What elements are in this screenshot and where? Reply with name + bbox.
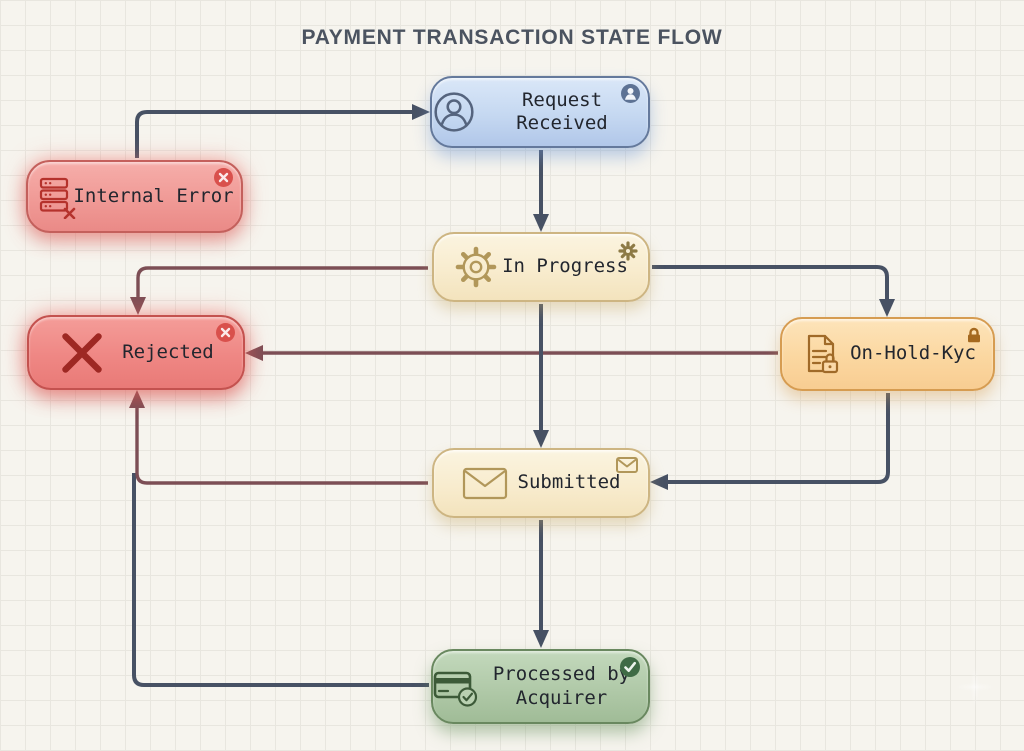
node-label: Processed by Acquirer [492,663,631,709]
node-label: Rejected [122,340,214,363]
user-icon [434,92,474,132]
x-circle-badge-icon [214,168,233,187]
sparkle-decoration [946,658,1004,716]
envelope-icon [462,467,507,499]
server-error-icon [40,177,76,219]
node-label: Request Received [516,88,608,134]
card-check-icon [433,671,478,707]
edge-in_progress-to-rejected [130,266,428,315]
envelope-badge-icon [616,457,638,473]
edge-internal_error-to-request_received [135,104,430,158]
node-label: Internal Error [73,184,234,207]
edge-submitted-to-rejected [129,390,428,485]
edge-on_hold_kyc-to-submitted [650,393,890,490]
gear-badge-icon [618,241,638,261]
lock-badge-icon [968,327,980,343]
node-label: Submitted [517,471,621,494]
node-submitted: Submitted [432,448,650,518]
gear-icon [455,246,497,288]
node-on-hold-kyc: On-Hold-Kyc [780,317,995,391]
node-label: In Progress [502,255,628,278]
x-circle-badge-icon [216,323,235,342]
node-rejected: Rejected [27,315,245,390]
x-mark-icon [62,332,102,373]
node-internal-error: Internal Error [26,160,243,233]
node-request-received: Request Received [430,76,650,148]
user-circle-badge-icon [621,84,640,103]
node-processed-by-acquirer: Processed by Acquirer [431,649,650,724]
node-in-progress: In Progress [432,232,650,302]
edge-in_progress-to-on_hold_kyc [652,265,895,317]
edge-processed_by_acquirer-to-rejected [132,473,429,687]
node-label: On-Hold-Kyc [850,342,976,365]
diagram-title: PAYMENT TRANSACTION STATE FLOW [301,26,723,49]
document-lock-icon [807,334,839,374]
check-circle-badge-icon [620,657,640,677]
